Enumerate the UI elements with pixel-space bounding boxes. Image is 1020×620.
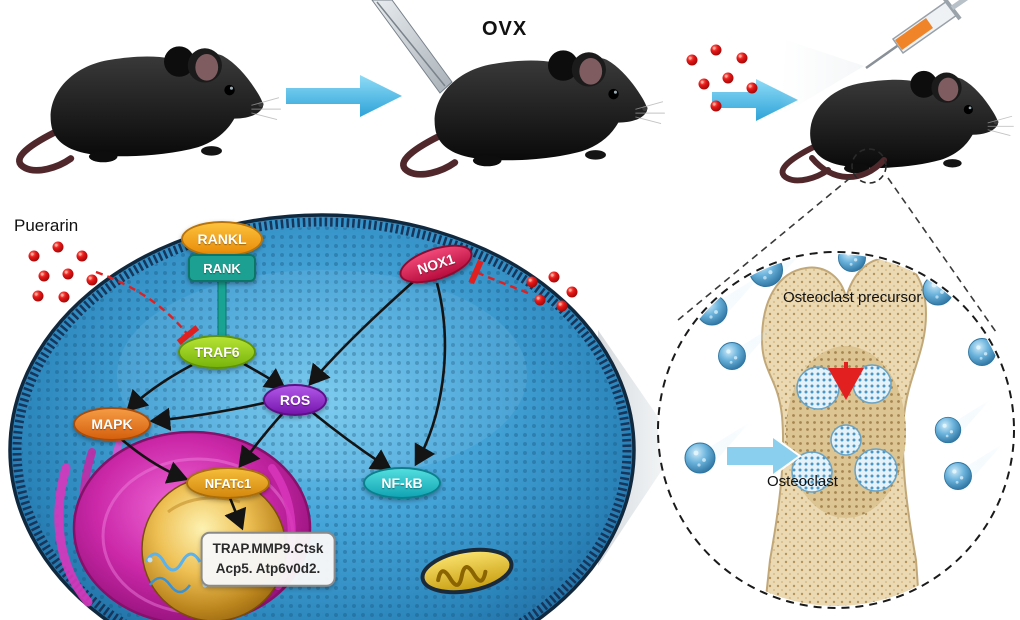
arrow-nox1-nfkb <box>414 282 447 467</box>
mouse-normal <box>19 46 281 170</box>
mouse-tail-loop <box>809 155 887 180</box>
gene-line-1: TRAP.MMP9.Ctsk <box>212 540 324 556</box>
node-traf6: TRAF6 <box>178 335 256 369</box>
signaling-arrows <box>119 280 447 531</box>
osteoclast-precursor-label: Osteoclast precursor <box>783 289 922 306</box>
step-arrow-2 <box>712 79 798 121</box>
mitochondria-icon <box>420 547 514 595</box>
arrow-nfatc1-genes <box>224 497 247 531</box>
inhibition-puerarin-nox1 <box>468 259 529 295</box>
ovx-label: OVX <box>482 18 528 40</box>
magnifier-line-left <box>677 177 851 321</box>
scalpel-icon <box>371 0 453 94</box>
puerarin-label: Puerarin <box>14 216 79 235</box>
cell-membrane <box>12 217 632 620</box>
syringe-icon <box>780 0 969 116</box>
arrow-ros-mapk <box>149 401 265 431</box>
node-nfatc1: NFATc1 <box>186 467 270 499</box>
rank-traf6-connector <box>217 277 227 341</box>
node-nfkb: NF-kB <box>363 467 441 499</box>
inhibition-puerarin-traf6 <box>95 270 200 345</box>
arrow-ros-nfkb <box>311 410 393 471</box>
migration-arrow <box>725 434 802 478</box>
arrow-ros-nfatc1 <box>238 412 284 469</box>
arrow-nox1-ros <box>308 280 415 386</box>
osteoclast-label: Osteoclast <box>767 473 838 490</box>
zoom-circle-border <box>657 251 1015 609</box>
node-mapk: MAPK <box>73 407 151 441</box>
step-arrow-1 <box>286 75 402 117</box>
target-genes-box: TRAP.MMP9.Ctsk Acp5. Atp6v0d2. <box>200 531 336 587</box>
magnifier-line-right <box>887 177 997 333</box>
node-rankl: RANKL <box>181 221 263 257</box>
gene-line-2: Acp5. Atp6v0d2. <box>215 561 321 576</box>
bone-panel <box>684 254 1012 606</box>
node-rank: RANK <box>188 254 256 282</box>
node-ros: ROS <box>263 384 327 416</box>
arrow-traf6-mapk <box>126 363 193 412</box>
arrow-mapk-nfatc1 <box>119 437 189 484</box>
magnifier-small-circle <box>851 148 887 184</box>
